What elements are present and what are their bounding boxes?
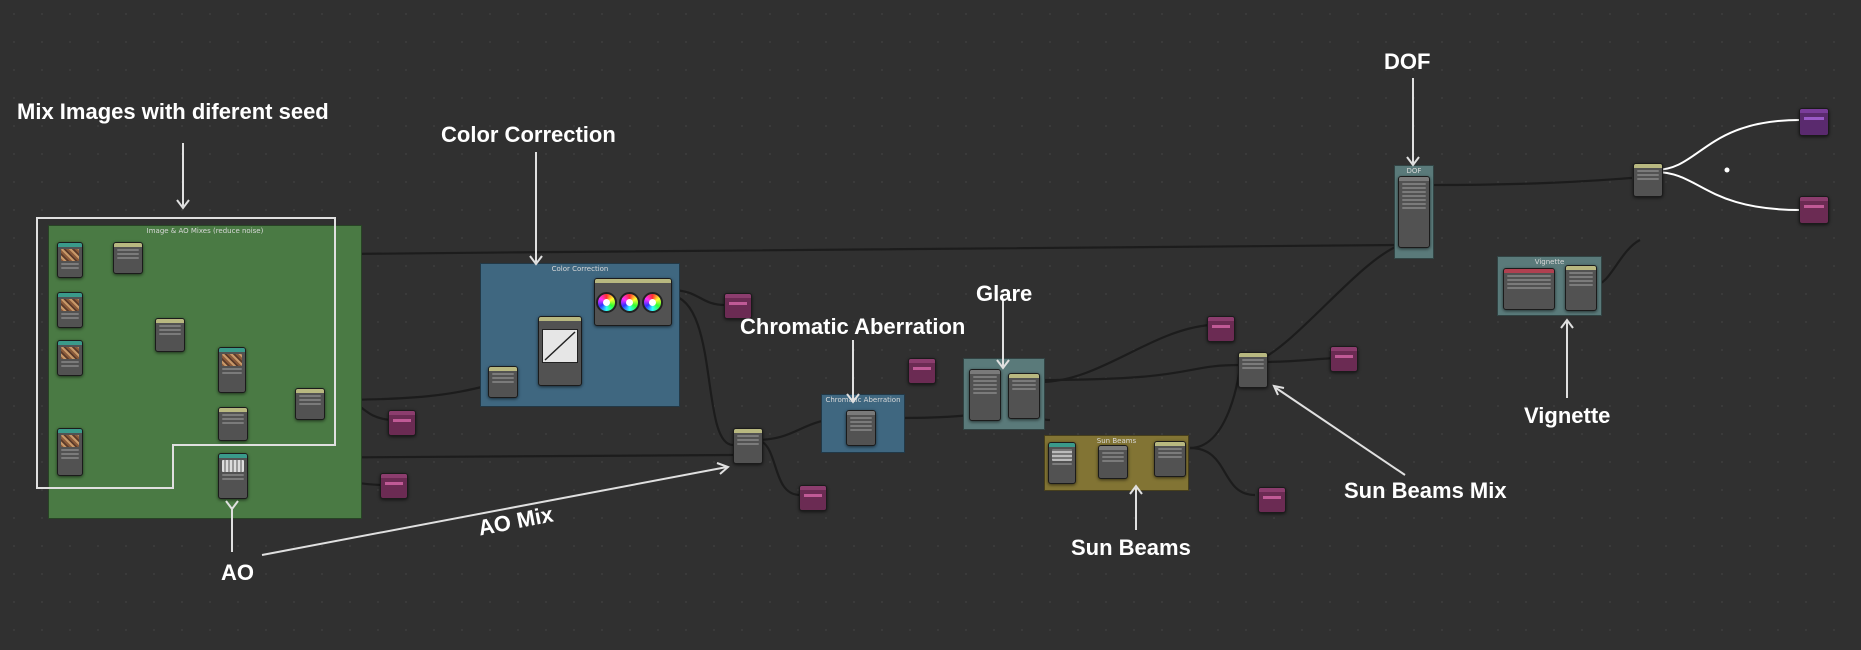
render-layer-node[interactable] xyxy=(218,347,246,393)
ellipse-mask-node[interactable] xyxy=(1503,268,1555,310)
link xyxy=(1429,176,1633,187)
color-wheel-icon[interactable] xyxy=(596,292,617,313)
label-sun-beams-mix: Sun Beams Mix xyxy=(1344,478,1507,503)
color-wheel-icon[interactable] xyxy=(642,292,663,313)
viewer-node[interactable] xyxy=(380,473,408,499)
lens-distortion-node[interactable] xyxy=(846,410,876,446)
label-glare: Glare xyxy=(976,281,1033,306)
label-chromatic-aberration: Chromatic Aberration xyxy=(740,314,966,339)
render-layer-node[interactable] xyxy=(57,428,83,476)
frame-title: Sun Beams xyxy=(1096,437,1137,445)
viewer-node[interactable] xyxy=(388,410,416,436)
frame-title: DOF xyxy=(1406,167,1422,175)
link xyxy=(1039,363,1241,382)
viewer-node[interactable] xyxy=(1330,346,1358,372)
sun-beams-input-node[interactable] xyxy=(1048,442,1076,484)
defocus-node[interactable] xyxy=(1398,176,1430,248)
label-ao: AO xyxy=(221,560,254,585)
mix-node[interactable] xyxy=(155,318,185,352)
label-vignette: Vignette xyxy=(1524,403,1611,428)
link xyxy=(1039,323,1211,384)
sun-beams-node[interactable] xyxy=(1098,445,1128,479)
link xyxy=(1259,243,1401,361)
reroute-dot xyxy=(1724,167,1730,173)
arrow-sun-beams-mix xyxy=(1275,387,1406,476)
frame-title: Color Correction xyxy=(551,265,609,273)
label-dof: DOF xyxy=(1384,49,1431,74)
curve-graph[interactable] xyxy=(542,329,578,363)
sun-beams-mix-node[interactable] xyxy=(1154,441,1186,477)
final-mix-node[interactable] xyxy=(1633,163,1663,197)
link xyxy=(669,293,734,447)
mix-node[interactable] xyxy=(218,407,248,441)
arrow-ao-mix xyxy=(261,466,728,556)
mix-node[interactable] xyxy=(295,388,325,420)
composite-output-node[interactable] xyxy=(1799,108,1829,136)
sun-beams-final-mix-node[interactable] xyxy=(1238,352,1268,388)
link xyxy=(1189,446,1256,497)
label-mix-images: Mix Images with diferent seed xyxy=(17,99,329,124)
viewer-node[interactable] xyxy=(799,485,827,511)
viewer-node[interactable] xyxy=(1207,316,1235,342)
link-output xyxy=(1654,171,1801,211)
frame-title: Vignette xyxy=(1534,258,1565,266)
selection-outline xyxy=(36,217,336,489)
glare-mix-node[interactable] xyxy=(1008,373,1040,419)
viewer-node[interactable] xyxy=(1258,487,1286,513)
viewer-node[interactable] xyxy=(908,358,936,384)
ao-mix-node[interactable] xyxy=(733,428,763,464)
mix-node[interactable] xyxy=(113,242,143,274)
vignette-mix-node[interactable] xyxy=(1565,265,1597,311)
frame-title: Image & AO Mixes (reduce noise) xyxy=(146,227,264,235)
label-color-correction: Color Correction xyxy=(441,122,616,147)
render-layer-node[interactable] xyxy=(57,242,83,278)
link-output xyxy=(1654,119,1801,171)
viewer-node[interactable] xyxy=(724,293,752,319)
render-layer-node[interactable] xyxy=(57,292,83,328)
label-sun-beams: Sun Beams xyxy=(1071,535,1191,560)
glare-node[interactable] xyxy=(969,369,1001,421)
frame-title: Chromatic Aberration xyxy=(825,396,901,404)
rgb-curves-node[interactable] xyxy=(538,316,582,386)
color-wheel-icon[interactable] xyxy=(619,292,640,313)
frame-image-ao-mixes[interactable]: Image & AO Mixes (reduce noise) xyxy=(48,225,362,519)
render-layer-node[interactable] xyxy=(57,340,83,376)
ao-render-layer-node[interactable] xyxy=(218,453,248,499)
viewer-output-node[interactable] xyxy=(1799,196,1829,224)
mix-node[interactable] xyxy=(488,366,518,398)
